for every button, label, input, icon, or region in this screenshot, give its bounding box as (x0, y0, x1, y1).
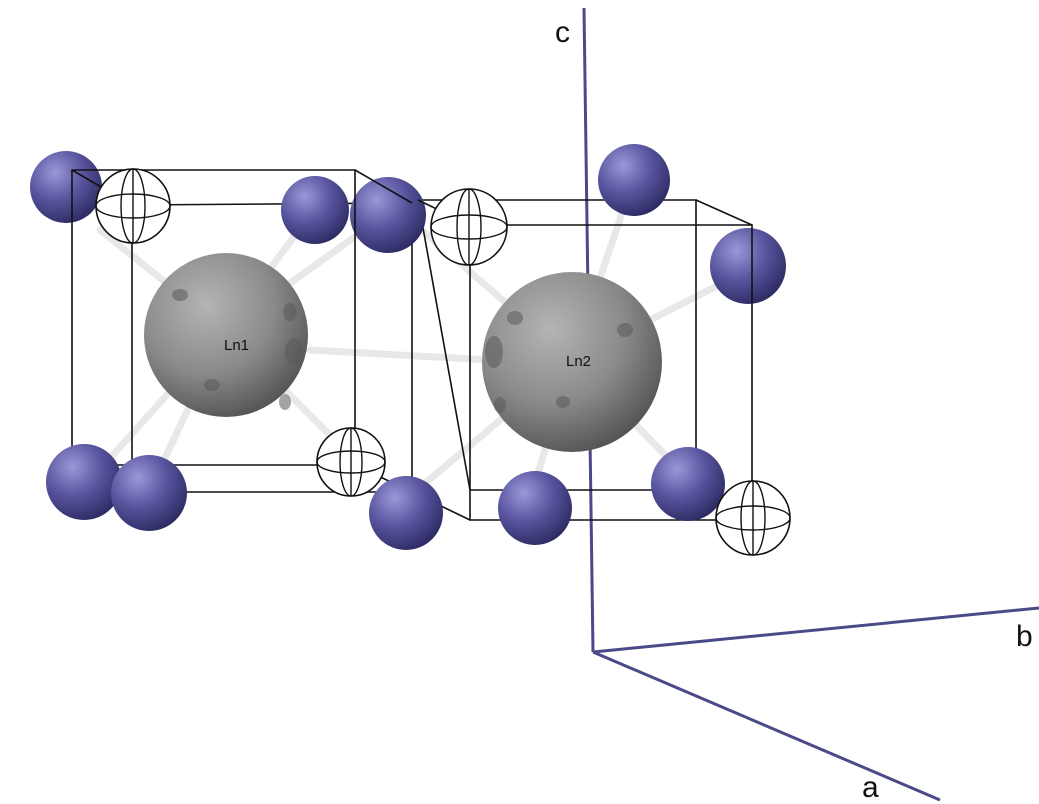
ln1-sphere (144, 253, 308, 417)
anion-atom (111, 455, 187, 531)
bond-contact-spot (285, 338, 303, 366)
anion-atom (350, 177, 426, 253)
ln1-atom: Ln1 (144, 253, 308, 417)
b-axis-label: b (1016, 620, 1033, 653)
vacancy-site (95, 168, 171, 244)
anion-atom (369, 476, 443, 550)
bond (306, 346, 494, 364)
bond-contact-spot (283, 303, 297, 321)
bond-contact-spot (617, 323, 633, 337)
vacancy-sites (95, 168, 791, 556)
anions-back (30, 144, 786, 304)
ln2-label: Ln2 (566, 353, 591, 370)
anion-atom (598, 144, 670, 216)
bond-contact-spot (507, 311, 523, 325)
b-axis (592, 606, 1039, 654)
anion-atom (30, 151, 102, 223)
a-axis-label: a (862, 771, 879, 804)
ln2-sphere (482, 272, 662, 452)
bond-contact-spot (494, 397, 506, 413)
anions-front (46, 444, 725, 550)
vacancy-site (430, 188, 508, 266)
ln2-atom: Ln2 (482, 272, 662, 452)
cell-edge (354, 169, 413, 204)
anion-atom (710, 228, 786, 304)
anion-atom (46, 444, 122, 520)
bond-contact-spot (556, 396, 570, 408)
ln1-label: Ln1 (224, 337, 249, 354)
bond-contact-spot (172, 289, 188, 301)
bond-contact-spot (485, 336, 503, 368)
c-axis-label: c (555, 16, 570, 49)
anion-atom (498, 471, 572, 545)
bond-contact-spot (204, 379, 220, 391)
bond-contact-spot (279, 394, 291, 410)
anion-atom (281, 176, 349, 244)
vacancy-site (316, 427, 386, 497)
cell-edge (695, 199, 753, 226)
vacancy-site (715, 480, 791, 556)
a-axis (592, 650, 941, 802)
anion-atom (651, 447, 725, 521)
